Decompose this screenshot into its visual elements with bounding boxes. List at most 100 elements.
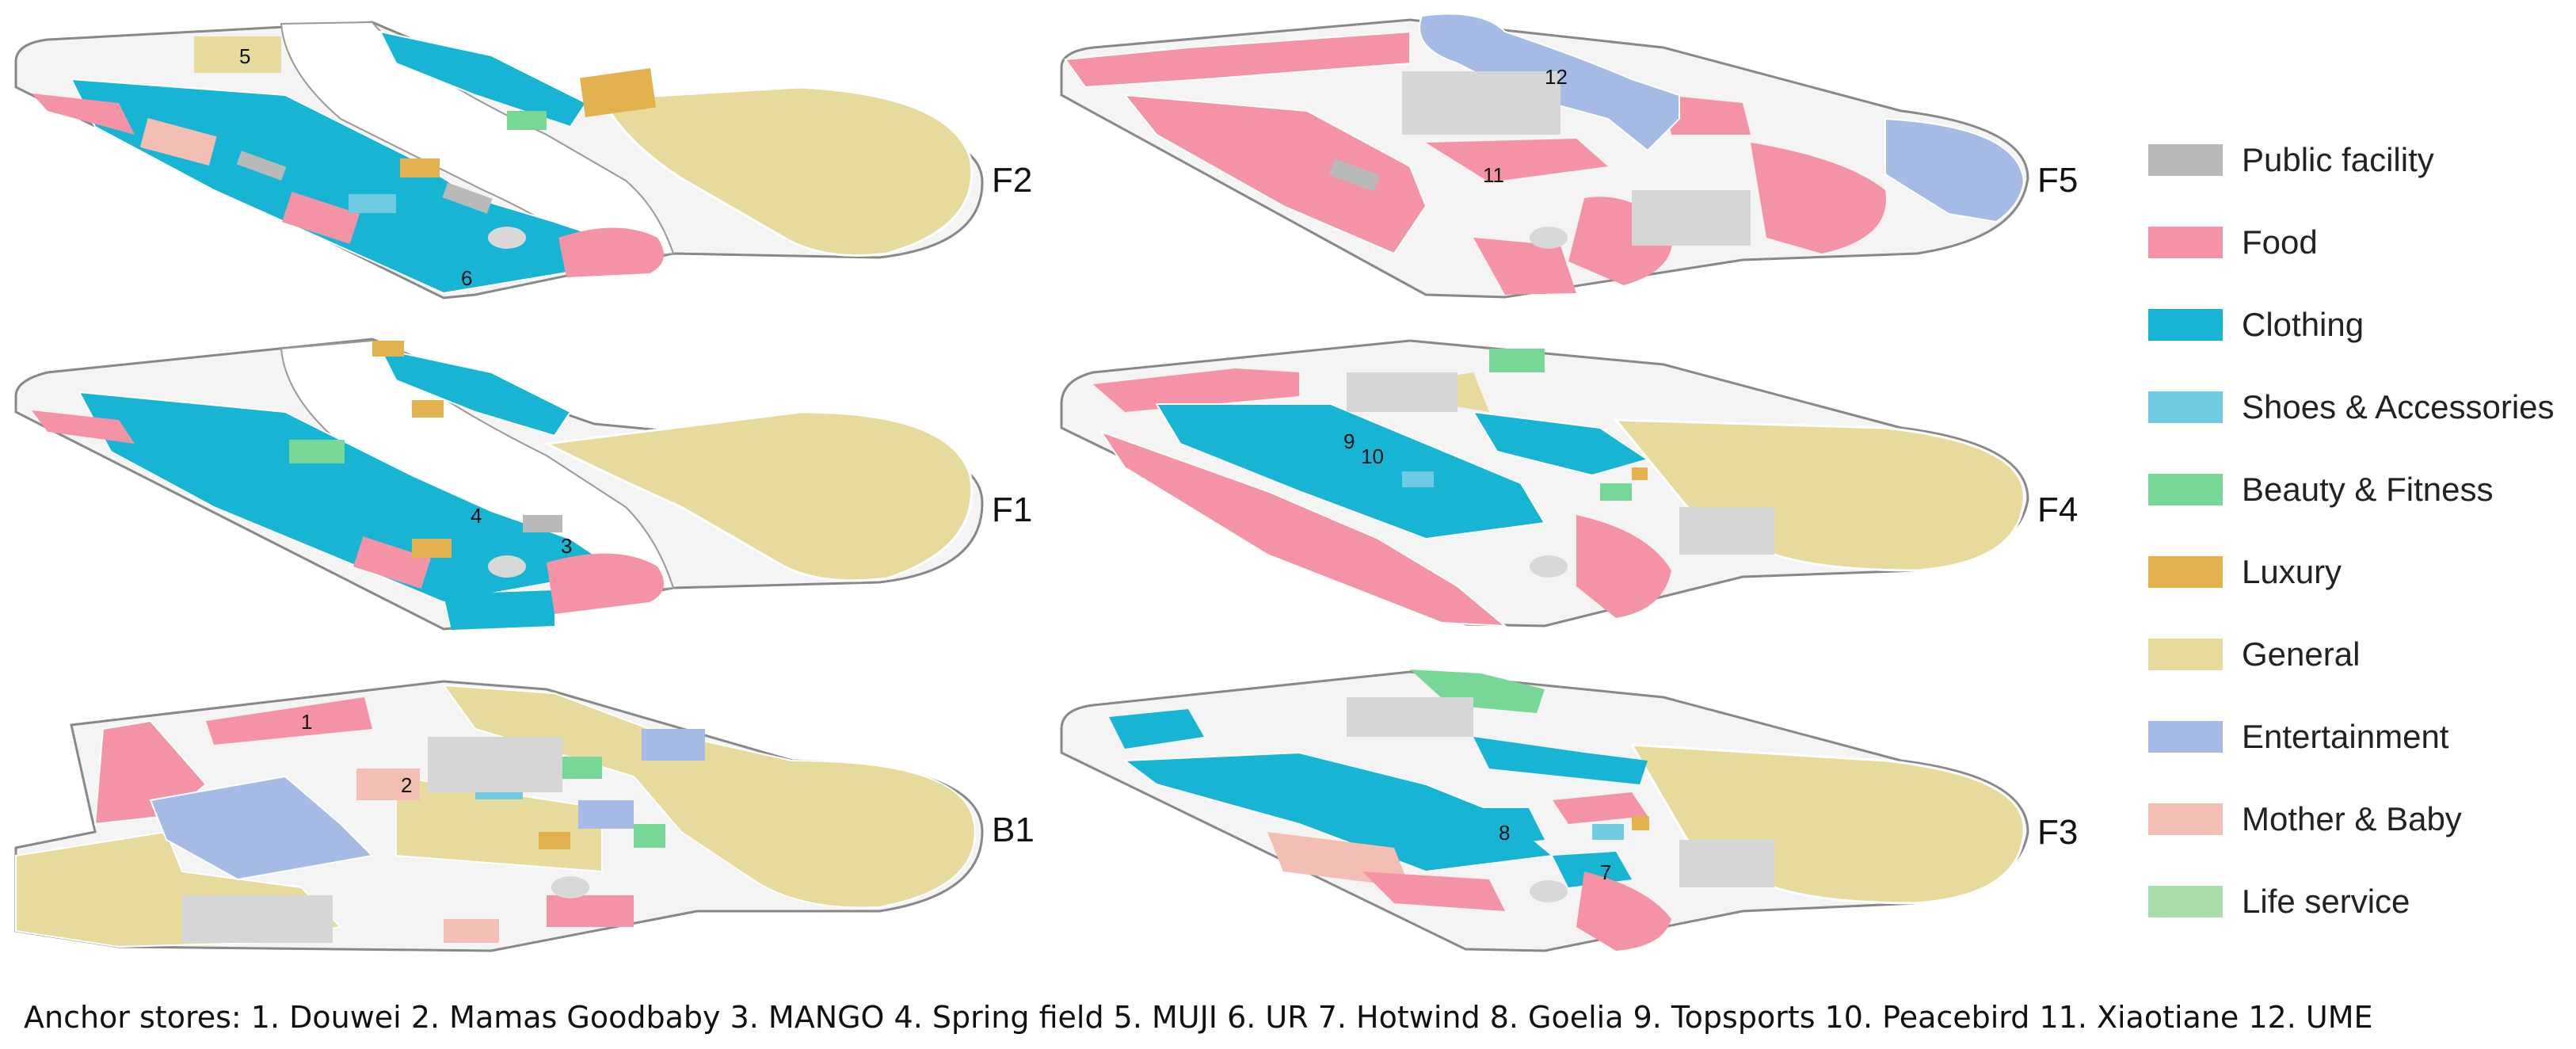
region-entertainment: [1884, 117, 2025, 223]
region-public: [236, 151, 287, 181]
region-beauty: [289, 440, 345, 463]
legend-item-general: General: [2139, 613, 2576, 696]
legend-item-entertainment: Entertainment: [2139, 696, 2576, 778]
anchor-marker: 10: [1361, 444, 1384, 468]
region-luxury: [579, 67, 657, 118]
legend-swatch: [2148, 556, 2223, 588]
anchor-marker: 6: [461, 266, 472, 290]
legend-item-shoes: Shoes & Accessories: [2139, 366, 2576, 448]
region-food: [1553, 792, 1648, 824]
legend-label: Public facility: [2242, 141, 2434, 178]
region-beauty: [1489, 349, 1545, 372]
region-public: [1530, 227, 1568, 249]
region-mother: [444, 919, 499, 943]
region-luxury: [412, 400, 444, 418]
legend-item-public: Public facility: [2139, 119, 2576, 201]
floor-map-f5: F5 12 11: [1060, 13, 2078, 299]
region-food: [1099, 430, 1507, 627]
region-food: [547, 895, 634, 927]
legend-swatch: [2148, 886, 2223, 917]
legend-label: Shoes & Accessories: [2242, 388, 2555, 425]
anchor-marker: 4: [471, 504, 482, 528]
legend-swatch: [2148, 721, 2223, 753]
region-public: [1679, 507, 1774, 555]
region-clothing: [1473, 737, 1648, 784]
floor-map-b1: B1 1 2: [14, 680, 1035, 952]
region-food: [1122, 93, 1427, 255]
region-food: [1576, 515, 1671, 618]
region-public: [428, 737, 562, 792]
region-luxury: [539, 832, 570, 849]
anchor-marker: 7: [1600, 860, 1611, 884]
region-food: [206, 697, 372, 745]
floor-map-f1: F1 4 3: [14, 338, 1032, 631]
region-public: [1347, 697, 1473, 737]
legend-label: Clothing: [2242, 306, 2365, 343]
floor-map-f2: F2 5 6: [14, 21, 1032, 299]
region-public: [1402, 71, 1560, 135]
legend-swatch: [2148, 474, 2223, 505]
legend-swatch: [2148, 309, 2223, 341]
region-shoes: [349, 194, 396, 213]
anchor-marker: 12: [1545, 65, 1568, 89]
map-legend: Public facility Food Clothing Shoes & Ac…: [2139, 119, 2576, 943]
region-beauty: [1600, 483, 1632, 501]
floor-label: B1: [992, 811, 1035, 849]
anchor-marker: 3: [561, 534, 572, 558]
floor-label: F3: [2037, 813, 2078, 852]
region-clothing: [379, 30, 588, 128]
legend-swatch: [2148, 391, 2223, 423]
region-luxury: [372, 341, 404, 357]
region-shoes: [1592, 824, 1624, 840]
region-food: [1362, 872, 1505, 911]
region-public: [1329, 158, 1380, 192]
region-entertainment: [642, 729, 705, 761]
region-beauty: [507, 111, 547, 130]
region-general: [194, 36, 281, 73]
region-food: [1576, 872, 1671, 951]
region-general: [1613, 418, 2025, 572]
floor-label: F4: [2037, 490, 2078, 529]
region-food: [547, 553, 664, 614]
region-general: [441, 684, 976, 909]
floor-label: F5: [2037, 161, 2078, 200]
region-clothing: [1450, 808, 1545, 848]
floor-label: F1: [992, 490, 1032, 529]
region-clothing: [1155, 403, 1546, 540]
region-public: [1632, 190, 1751, 246]
region-public: [1347, 372, 1458, 412]
region-food: [1751, 143, 1886, 254]
region-food: [282, 192, 360, 244]
anchor-marker: 5: [239, 44, 250, 68]
region-public: [1530, 880, 1568, 902]
legend-item-life-service: Life service: [2139, 860, 2576, 943]
region-beauty: [1410, 669, 1545, 713]
legend-label: Food: [2242, 223, 2318, 261]
anchor-marker: 2: [401, 773, 412, 797]
legend-item-beauty: Beauty & Fitness: [2139, 448, 2576, 531]
legend-label: Mother & Baby: [2242, 800, 2462, 837]
legend-item-food: Food: [2139, 201, 2576, 284]
region-general: [600, 86, 974, 257]
floor-label: F2: [992, 161, 1032, 200]
region-clothing: [1109, 709, 1204, 749]
floor-map-f4: F4 9 10: [1060, 339, 2078, 627]
legend-label: Entertainment: [2242, 718, 2449, 755]
legend-swatch: [2148, 639, 2223, 670]
region-beauty: [634, 824, 665, 848]
legend-label: Life service: [2242, 883, 2410, 920]
anchor-marker: 8: [1499, 821, 1510, 845]
region-clothing: [1472, 410, 1650, 477]
region-food: [1426, 139, 1608, 182]
region-entertainment: [578, 800, 634, 829]
anchor-stores-caption: Anchor stores: 1. Douwei 2. Mamas Goodba…: [24, 1000, 2373, 1035]
region-general: [1629, 743, 2025, 905]
region-food: [1663, 95, 1751, 135]
legend-swatch: [2148, 227, 2223, 258]
mall-floor-maps: F2 5 6 F1 4 3: [14, 13, 2078, 952]
region-food: [1093, 368, 1299, 412]
region-luxury: [412, 539, 452, 558]
region-luxury: [400, 158, 440, 177]
region-public: [182, 895, 333, 943]
region-shoes: [1402, 471, 1434, 487]
